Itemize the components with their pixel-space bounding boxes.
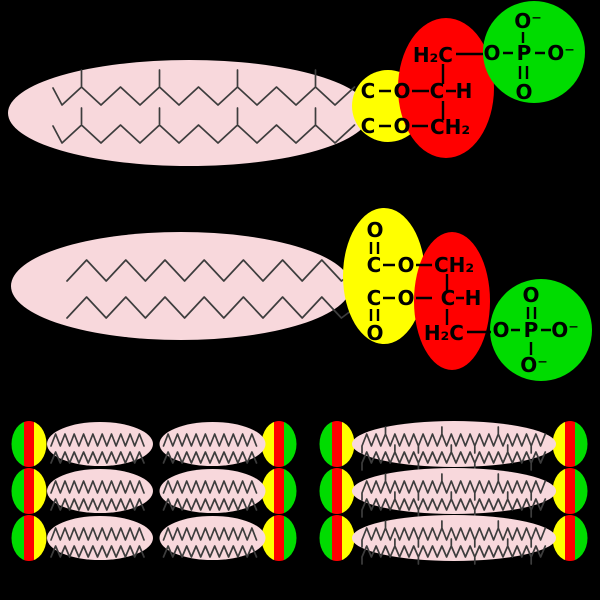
atom-label: C	[430, 79, 445, 103]
lipid-bilayer	[11, 420, 297, 562]
ester-linkage-region	[343, 208, 425, 344]
membrane-head	[261, 514, 297, 562]
phosphate-region	[483, 1, 585, 103]
atom-label: CH₂	[430, 115, 470, 139]
atom-label: O	[366, 218, 383, 242]
membrane-head	[319, 514, 355, 562]
membrane-spanning-tail-oval	[351, 514, 557, 565]
bacterial-lipid: O C O C O O CH₂ C H H₂C O O P O⁻ O⁻	[11, 208, 592, 381]
atom-label: O	[366, 321, 383, 345]
atom-label: C	[441, 286, 456, 310]
membrane-spanning-tail-oval	[351, 420, 557, 471]
membrane-head	[552, 514, 588, 562]
membrane-head	[552, 467, 588, 515]
atom-label: O	[393, 114, 410, 138]
atom-label: P	[517, 41, 532, 65]
isoprenoid-chain	[52, 107, 356, 144]
archaeal-lipid: C O C O H₂C C H CH₂ O⁻ O P O⁻ O	[8, 1, 585, 166]
atom-label: O⁻	[547, 41, 575, 65]
atom-label: C	[361, 114, 376, 138]
membrane-head	[11, 420, 47, 468]
atom-label: O	[397, 253, 414, 277]
membrane-head	[319, 467, 355, 515]
atom-label: C	[367, 286, 382, 310]
membrane-tail-oval	[158, 468, 267, 514]
bond-lines	[369, 242, 551, 355]
atom-label: O	[522, 283, 539, 307]
atom-label: O	[393, 79, 410, 103]
membrane-tail-oval	[158, 421, 267, 467]
lipid-monolayer	[319, 420, 588, 565]
atom-label: C	[367, 253, 382, 277]
atom-label: O	[515, 80, 532, 104]
membrane-head	[261, 467, 297, 515]
atom-label: H	[465, 286, 482, 310]
membrane-head	[11, 514, 47, 562]
membrane-spanning-tail-oval	[351, 467, 557, 518]
atom-label: H₂C	[413, 43, 453, 67]
atom-label: O	[492, 318, 509, 342]
fatty-acid-tail-region	[11, 232, 351, 340]
atom-label: P	[524, 318, 539, 342]
membrane-tail-oval	[46, 468, 154, 514]
fatty-acid-chain	[66, 296, 365, 319]
atom-label: O	[397, 286, 414, 310]
membrane-tail-oval	[158, 515, 267, 561]
isoprenoid-chain	[52, 69, 356, 106]
membrane-tail-oval	[46, 421, 154, 467]
membrane-tail-oval	[46, 515, 154, 561]
bond-lines	[379, 32, 545, 128]
atom-label: O⁻	[520, 353, 548, 377]
glycerol-region	[414, 232, 490, 370]
membrane-head	[319, 420, 355, 468]
fatty-acid-chain	[66, 259, 365, 282]
membrane-head	[552, 420, 588, 468]
atom-label: C	[361, 79, 376, 103]
atom-label: O	[483, 41, 500, 65]
atom-label: H	[456, 79, 473, 103]
atom-label: H₂C	[424, 321, 464, 345]
atom-label: O⁻	[551, 318, 579, 342]
membrane-head	[261, 420, 297, 468]
atom-label: CH₂	[434, 253, 474, 277]
isoprenoid-tail-region	[8, 60, 370, 166]
atom-label: O⁻	[514, 9, 542, 33]
membrane-head	[11, 467, 47, 515]
